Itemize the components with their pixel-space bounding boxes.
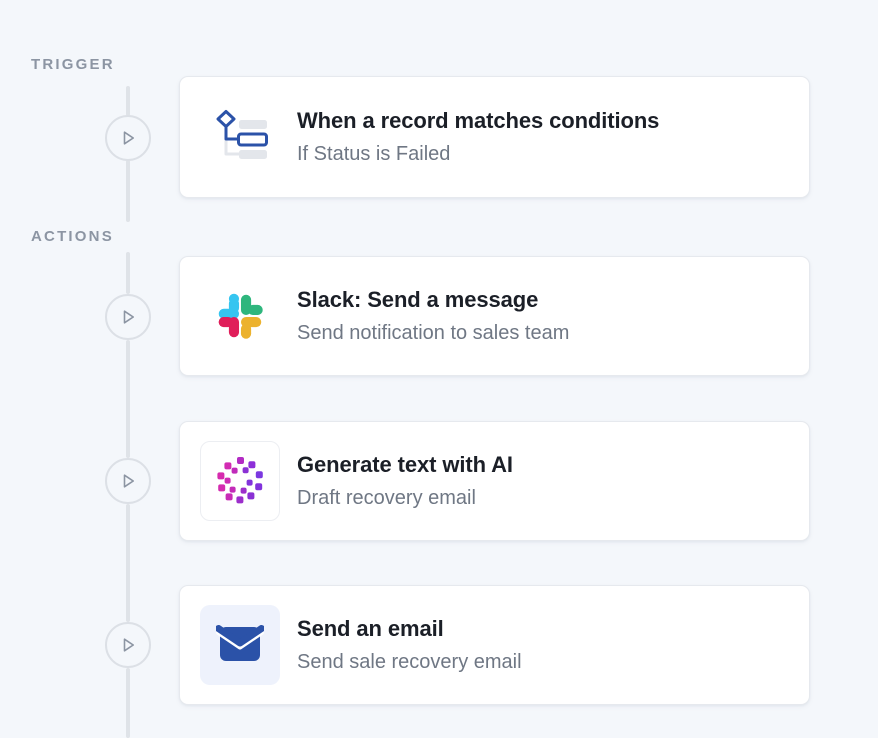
slack-icon bbox=[200, 276, 280, 356]
action-card-email-title: Send an email bbox=[297, 616, 444, 642]
trigger-card-text: When a record matches conditions If Stat… bbox=[297, 107, 659, 167]
trigger-card[interactable]: When a record matches conditions If Stat… bbox=[179, 76, 810, 198]
action-card-slack-title: Slack: Send a message bbox=[297, 287, 539, 313]
trigger-card-title: When a record matches conditions bbox=[297, 108, 660, 134]
action-card-ai[interactable]: Generate text with AI Draft recovery ema… bbox=[179, 421, 810, 541]
action-card-email-text: Send an email Send sale recovery email bbox=[297, 615, 522, 675]
envelope-icon bbox=[200, 605, 280, 685]
action-card-email[interactable]: Send an email Send sale recovery email bbox=[179, 585, 810, 705]
action-card-ai-subtitle: Draft recovery email bbox=[297, 486, 476, 509]
action-card-slack-subtitle: Send notification to sales team bbox=[297, 321, 570, 344]
play-icon bbox=[118, 635, 138, 655]
play-icon bbox=[118, 471, 138, 491]
rail-segment-2 bbox=[126, 504, 130, 622]
run-step-button-slack[interactable] bbox=[105, 294, 151, 340]
section-label-trigger: TRIGGER bbox=[31, 56, 121, 73]
run-step-button-trigger[interactable] bbox=[105, 115, 151, 161]
play-icon bbox=[118, 307, 138, 327]
action-card-ai-title: Generate text with AI bbox=[297, 452, 513, 478]
action-card-slack-text: Slack: Send a message Send notification … bbox=[297, 286, 569, 346]
flowchart-condition-icon bbox=[200, 97, 280, 177]
rail-segment-trigger-top bbox=[126, 86, 130, 116]
trigger-card-subtitle: If Status is Failed bbox=[297, 142, 451, 165]
rail-segment-3 bbox=[126, 668, 130, 738]
rail-segment-1 bbox=[126, 340, 130, 458]
rail-segment-trigger-bottom bbox=[126, 160, 130, 222]
action-card-slack[interactable]: Slack: Send a message Send notification … bbox=[179, 256, 810, 376]
ai-sparkle-dots-icon bbox=[200, 441, 280, 521]
action-card-ai-text: Generate text with AI Draft recovery ema… bbox=[297, 451, 513, 511]
play-icon bbox=[118, 128, 138, 148]
section-label-actions: ACTIONS bbox=[31, 228, 120, 245]
run-step-button-email[interactable] bbox=[105, 622, 151, 668]
run-step-button-ai[interactable] bbox=[105, 458, 151, 504]
action-card-email-subtitle: Send sale recovery email bbox=[297, 650, 522, 673]
rail-segment-actions-top bbox=[126, 252, 130, 294]
